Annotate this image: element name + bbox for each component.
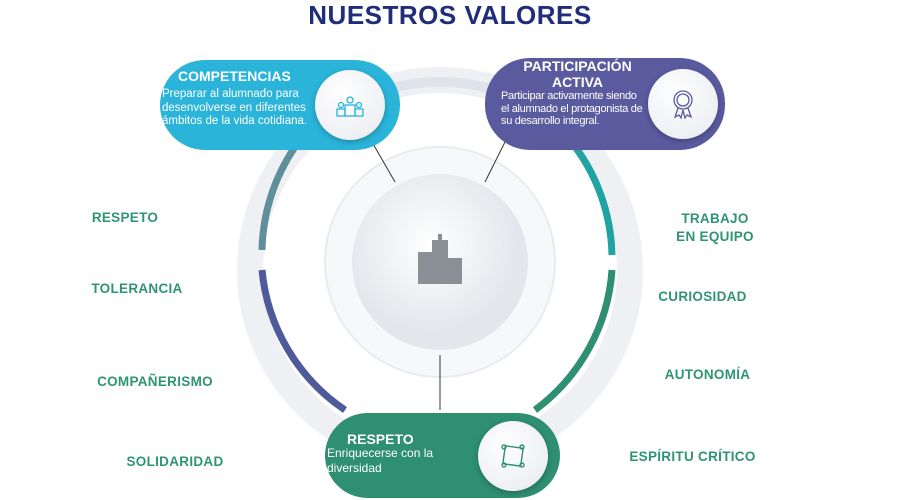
value-autonomia: AUTONOMÍA xyxy=(664,367,751,382)
card-competencias: COMPETENCIAS Preparar al alumnado para d… xyxy=(160,60,400,150)
arc-green xyxy=(532,269,616,413)
joined-hands-icon xyxy=(478,421,548,491)
value-espiritu-critico: ESPÍRITU CRÍTICO xyxy=(629,449,756,464)
card-title: PARTICIPACIÓN ACTIVA xyxy=(523,58,632,90)
value-companerismo: COMPAÑERISMO xyxy=(97,374,213,389)
value-trabajo-en-equipo: TRABAJO EN EQUIPO xyxy=(676,211,754,244)
people-icon xyxy=(315,70,385,140)
page-title: NUESTROS VALORES xyxy=(308,0,592,30)
value-tolerancia: TOLERANCIA xyxy=(91,281,183,296)
card-title: RESPETO xyxy=(347,431,414,447)
card-description: Preparar al alumnado para desenvolverse … xyxy=(162,88,308,127)
card-description: Participar activamente siendo el alumnad… xyxy=(501,90,643,127)
value-curiosidad: CURIOSIDAD xyxy=(658,289,747,304)
value-respeto: RESPETO xyxy=(91,210,159,225)
card-respeto: RESPETO Enriquecerse con la diversidad xyxy=(325,413,560,498)
card-participacion-activa: PARTICIPACIÓN ACTIVA Participar activame… xyxy=(485,58,725,150)
arc-indigo xyxy=(258,269,347,413)
connector-line xyxy=(371,141,396,183)
value-solidaridad: SOLIDARIDAD xyxy=(126,454,224,469)
building-icon xyxy=(418,234,462,284)
card-title: COMPETENCIAS xyxy=(178,68,291,84)
connector-line xyxy=(484,141,506,183)
arc-teal-gray xyxy=(258,137,303,251)
arc-teal xyxy=(567,137,616,256)
card-description: Enriquecerse con la diversidad xyxy=(327,446,434,475)
award-badge-icon xyxy=(648,69,718,139)
